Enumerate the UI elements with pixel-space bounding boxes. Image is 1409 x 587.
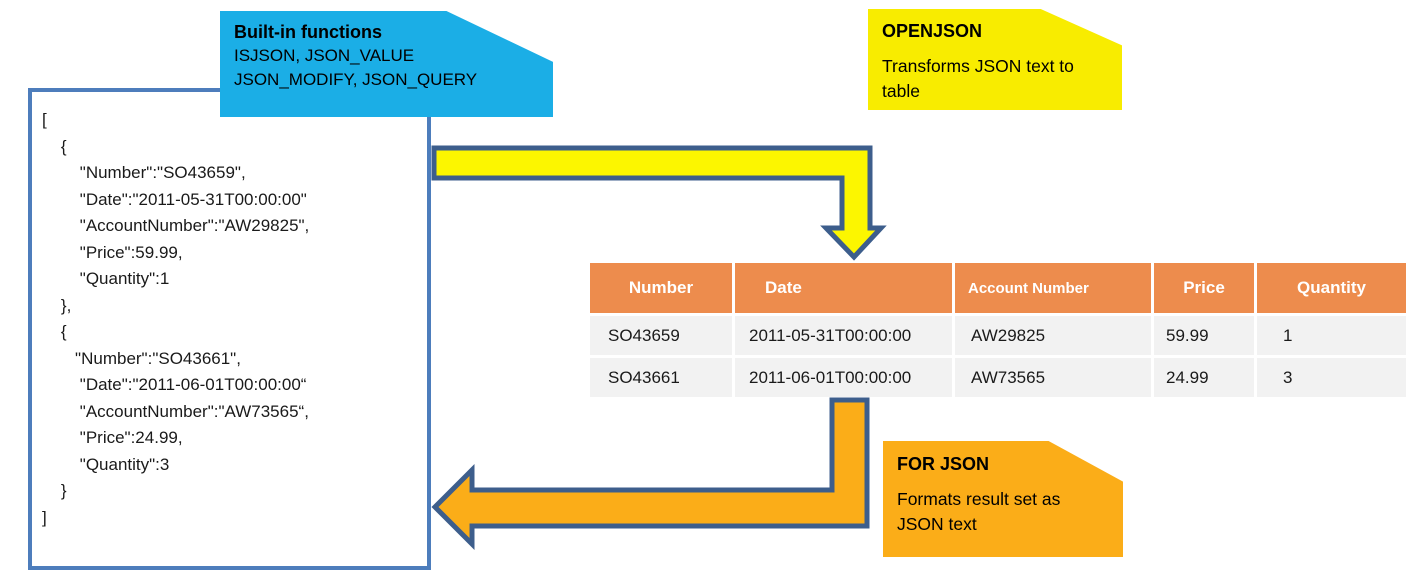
table-header-price: Price [1154, 263, 1254, 313]
table-cell: 3 [1257, 358, 1406, 397]
table-cell: SO43659 [590, 316, 732, 355]
forjson-title: FOR JSON [897, 454, 990, 474]
table-cell: SO43661 [590, 358, 732, 397]
table-header-account-number: Account Number [955, 263, 1151, 313]
forjson-description: Formats result set as JSON text [897, 489, 1061, 534]
table-cell: 59.99 [1154, 316, 1254, 355]
table-cell: AW29825 [955, 316, 1151, 355]
table-cell: 2011-06-01T00:00:00 [735, 358, 952, 397]
table-cell: 24.99 [1154, 358, 1254, 397]
openjson-description: Transforms JSON text to table [882, 56, 1074, 101]
table-header-number: Number [590, 263, 732, 313]
openjson-flow-arrow [431, 145, 887, 261]
forjson-callout: FOR JSON Formats result set as JSON text [883, 441, 1123, 557]
table-header-date: Date [735, 263, 952, 313]
table-cell: 1 [1257, 316, 1406, 355]
builtin-functions-title: Built-in functions [234, 22, 382, 42]
json-source-code: [ { "Number":"SO43659", "Date":"2011-05-… [42, 110, 310, 527]
builtin-functions-line-2: JSON_MODIFY, JSON_QUERY [234, 70, 478, 89]
table-cell: 2011-05-31T00:00:00 [735, 316, 952, 355]
table-cell: AW73565 [955, 358, 1151, 397]
builtin-functions-line-1: ISJSON, JSON_VALUE [234, 46, 415, 65]
json-source-box: [ { "Number":"SO43659", "Date":"2011-05-… [28, 88, 431, 570]
result-table: Number Date Account Number Price Quantit… [590, 263, 1406, 397]
forjson-flow-arrow [431, 397, 870, 551]
openjson-title: OPENJSON [882, 21, 983, 41]
table-header-quantity: Quantity [1257, 263, 1406, 313]
